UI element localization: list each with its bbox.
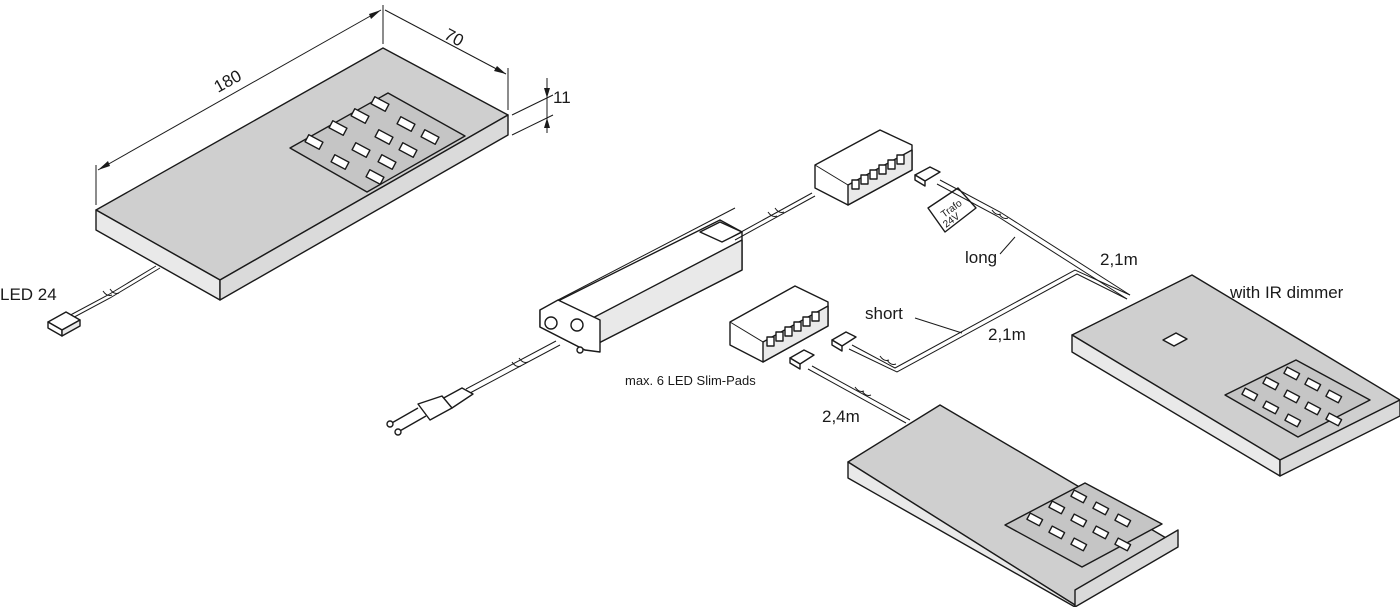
dimension-height: 11 xyxy=(553,88,571,107)
trafo-tag: Trafo 24V xyxy=(927,187,977,233)
label-with-ir-dimmer: with IR dimmer xyxy=(1229,283,1344,302)
led-pad-bottom xyxy=(847,404,1179,607)
transformer xyxy=(539,207,743,354)
led-pad-dimensioned xyxy=(47,5,554,337)
led-cells xyxy=(304,96,440,185)
connector-long xyxy=(914,166,941,187)
label-cable-short-length: 2,1m xyxy=(988,325,1026,344)
distributor-top xyxy=(814,129,913,206)
label-long: long xyxy=(965,248,997,267)
label-cable-bottom-length: 2,4m xyxy=(822,407,860,426)
label-max-pads: max. 6 LED Slim-Pads xyxy=(625,373,756,388)
label-short: short xyxy=(865,304,903,323)
connector-short xyxy=(831,331,857,352)
connector-plug xyxy=(47,311,81,337)
mains-plug xyxy=(386,340,561,436)
label-cable-long-length: 2,1m xyxy=(1100,250,1138,269)
distributor-bottom xyxy=(729,285,829,363)
connector-bottom xyxy=(789,349,815,370)
dimension-width: 70 xyxy=(441,25,467,51)
ir-sensor xyxy=(1162,332,1188,347)
label-led-24: LED 24 xyxy=(0,285,57,304)
led-pad-ir-dimmer xyxy=(1071,274,1400,477)
dimension-length: 180 xyxy=(211,66,245,96)
